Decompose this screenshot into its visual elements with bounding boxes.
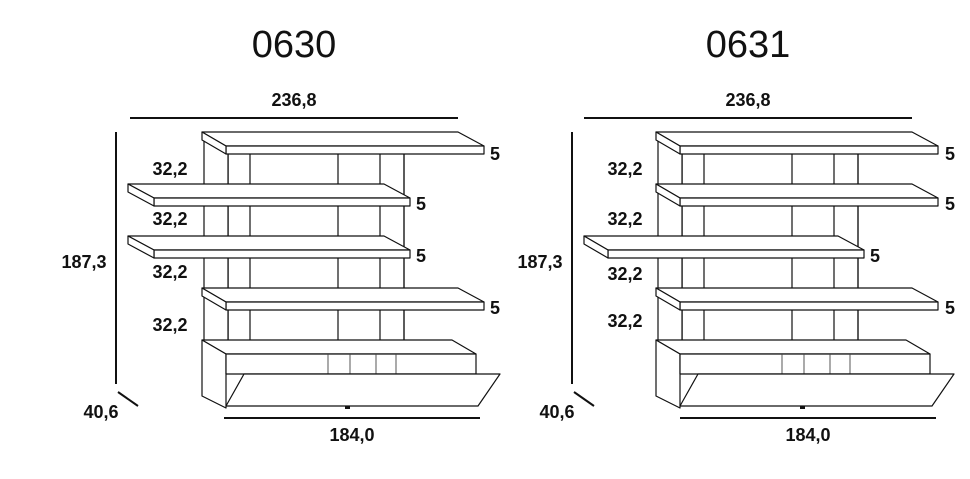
shelf-thickness-label: 5 (945, 144, 955, 164)
height-dimension-label: 187,3 (517, 252, 562, 272)
base-cabinet-top (655, 339, 931, 355)
shelf-spacing-label: 32,2 (607, 159, 642, 179)
depth-dimension-label: 40,6 (83, 402, 118, 422)
shelf-top (201, 131, 485, 147)
model-number: 0630 (252, 24, 337, 66)
shelf-spacing-label: 32,2 (152, 262, 187, 282)
base-cabinet-front (225, 353, 477, 375)
shelf-thickness-label: 5 (870, 246, 880, 266)
shelf-spacing-label: 32,2 (152, 159, 187, 179)
depth-dimension-line (573, 391, 595, 407)
base-cabinet-front (679, 353, 931, 375)
shelf-spacing-label: 32,2 (152, 209, 187, 229)
shelf-thickness-label: 5 (416, 246, 426, 266)
depth-dimension-line (117, 391, 139, 407)
shelf-3 (127, 235, 411, 251)
drawing-0630: 0630 236,8 187,3 40,6 184,0 (61, 24, 501, 445)
base-dimension-label: 184,0 (785, 425, 830, 445)
depth-dimension-label: 40,6 (539, 402, 574, 422)
shelf-top (655, 131, 939, 147)
shelf-spacing-label: 32,2 (607, 264, 642, 284)
height-dimension-label: 187,3 (61, 252, 106, 272)
base-cabinet-top (201, 339, 477, 355)
shelf-4 (655, 287, 939, 303)
drawing-0631: 0631 236,8 187,3 40,6 184,0 (517, 24, 955, 445)
shelf-3 (583, 235, 865, 251)
shelf-2 (655, 183, 939, 199)
drop-down-door (679, 373, 955, 407)
width-dimension-label: 236,8 (725, 90, 770, 110)
drop-down-door (225, 373, 501, 407)
shelf-thickness-label: 5 (490, 144, 500, 164)
shelf-2 (127, 183, 411, 199)
base-cabinet-side (201, 339, 227, 409)
base-dimension-label: 184,0 (329, 425, 374, 445)
shelf-thickness-label: 5 (416, 194, 426, 214)
shelf-spacing-label: 32,2 (152, 315, 187, 335)
bookcase-drawing (583, 131, 955, 409)
shelf-4 (201, 287, 485, 303)
base-cabinet-side (655, 339, 681, 409)
shelf-thickness-label: 5 (945, 298, 955, 318)
model-number: 0631 (706, 24, 791, 66)
shelf-spacing-label: 32,2 (607, 311, 642, 331)
shelf-spacing-label: 32,2 (607, 209, 642, 229)
shelf-thickness-label: 5 (490, 298, 500, 318)
bookcase-drawing (127, 131, 501, 409)
width-dimension-label: 236,8 (271, 90, 316, 110)
shelf-thickness-label: 5 (945, 194, 955, 214)
